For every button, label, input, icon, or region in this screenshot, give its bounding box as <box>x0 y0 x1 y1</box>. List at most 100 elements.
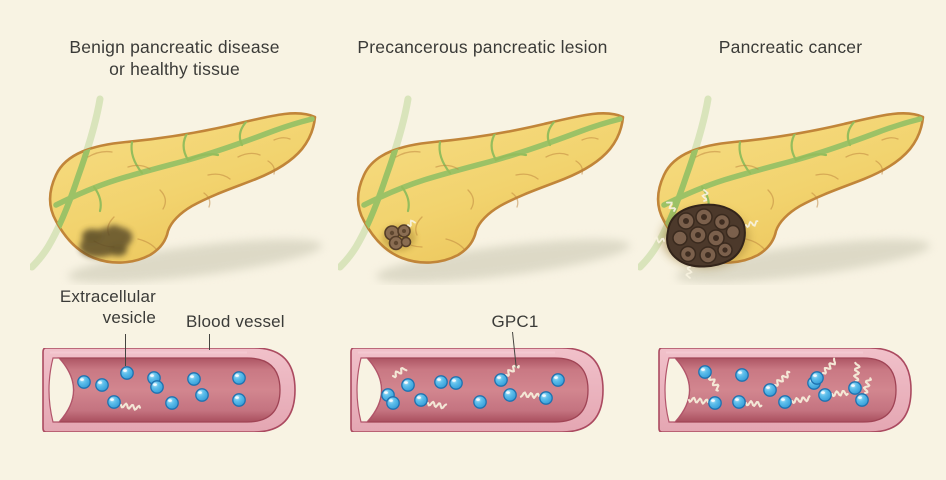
gpc1-squiggle <box>853 361 861 383</box>
extracellular-vesicle-dot <box>698 365 712 379</box>
gpc1-squiggle <box>666 201 677 212</box>
vesicle-highlight <box>738 371 742 374</box>
vesicle-highlight <box>153 383 157 386</box>
gpc1-squiggle <box>504 364 520 377</box>
extracellular-vesicle-dot <box>855 393 869 407</box>
vesicle-highlight <box>123 369 127 372</box>
extracellular-vesicle-dot <box>150 380 164 394</box>
vesicle-highlight <box>858 396 862 399</box>
extracellular-vesicle-dot <box>187 372 201 386</box>
gpc1-squiggle <box>701 189 709 202</box>
extracellular-vesicle-dot <box>551 373 565 387</box>
extracellular-vesicle-dot <box>818 388 832 402</box>
vesicle-highlight <box>506 391 510 394</box>
extracellular-vesicle-dot <box>165 396 179 410</box>
vesicle-highlight <box>554 376 558 379</box>
extracellular-vesicle-dot <box>763 383 777 397</box>
vesicle-highlight <box>542 394 546 397</box>
extracellular-vesicle-dot <box>401 378 415 392</box>
extracellular-vesicle-dot <box>848 381 862 395</box>
extracellular-vesicle-dot <box>232 371 246 385</box>
vesicle-highlight <box>190 375 194 378</box>
vesicle-highlight <box>384 391 388 394</box>
vesicle-highlight <box>781 398 785 401</box>
vesicle-highlight <box>766 386 770 389</box>
gpc1-squiggle <box>119 402 142 411</box>
vesicle-highlight <box>235 374 239 377</box>
vesicle-highlight <box>701 368 705 371</box>
gpc1-squiggle <box>707 375 720 392</box>
gpc1-squiggle <box>685 266 693 279</box>
gpc1-squiggle <box>687 396 710 405</box>
extracellular-vesicle-dot <box>386 396 400 410</box>
extracellular-vesicle-dot <box>232 393 246 407</box>
vesicle-highlight <box>150 374 154 377</box>
gpc1-squiggle <box>407 219 416 228</box>
vesicle-highlight <box>235 396 239 399</box>
vesicle-highlight <box>389 399 393 402</box>
extracellular-vesicle-dot <box>473 395 487 409</box>
panel-title-cancer: Pancreatic cancer <box>718 37 863 57</box>
vesicle-highlight <box>452 379 456 382</box>
vesicle-highlight <box>813 374 817 377</box>
extracellular-vesicle-dot <box>95 378 109 392</box>
gpc1-squiggle <box>790 395 811 404</box>
extracellular-vesicle-dot <box>810 371 824 385</box>
vesicle-highlight <box>476 398 480 401</box>
label-extracellular-vesicle: Extracellular vesicle <box>59 287 156 328</box>
gpc1-squiggle <box>744 400 763 408</box>
gpc1-squiggle <box>391 366 408 379</box>
panel-title-precancerous: Precancerous pancreatic lesion <box>357 37 608 57</box>
label-gpc1: GPC1 <box>491 312 539 331</box>
panel-title-benign: Benign pancreatic disease or healthy tis… <box>69 37 280 80</box>
blood-vessel-illustration-benign <box>42 348 296 432</box>
extracellular-vesicle-dot <box>778 395 792 409</box>
extracellular-vesicle-dot <box>735 368 749 382</box>
vesicle-highlight <box>198 391 202 394</box>
panel-cancer: Pancreatic cancer <box>638 0 943 480</box>
extracellular-vesicle-dot <box>708 396 722 410</box>
label-blood-vessel: Blood vessel <box>186 312 285 331</box>
gpc1-squiggle <box>426 400 448 410</box>
extracellular-vesicle-dot <box>732 395 746 409</box>
vesicle-highlight <box>98 381 102 384</box>
extracellular-vesicle-dot <box>120 366 134 380</box>
gpc1-squiggle <box>773 370 791 387</box>
extracellular-vesicle-dot <box>494 373 508 387</box>
vesicle-highlight <box>80 378 84 381</box>
extracellular-vesicle-dot <box>107 395 121 409</box>
vesicle-highlight <box>168 399 172 402</box>
extracellular-vesicle-dot <box>195 388 209 402</box>
blood-vessel-illustration-cancer <box>658 348 912 432</box>
vesicle-highlight <box>417 396 421 399</box>
extracellular-vesicle-dot <box>77 375 91 389</box>
gpc1-squiggle <box>519 391 541 399</box>
vesicle-highlight <box>851 384 855 387</box>
callout-line-blood-vessel <box>209 334 210 350</box>
callout-line-extracellular-vesicle <box>125 334 126 366</box>
extracellular-vesicle-dot <box>434 375 448 389</box>
lesion-small-nodules <box>382 225 416 251</box>
pancreas-illustration-benign <box>30 95 330 285</box>
gpc1-squiggle <box>653 236 665 244</box>
extracellular-vesicle-dot <box>414 393 428 407</box>
vesicle-highlight <box>735 398 739 401</box>
extracellular-vesicle-dot <box>449 376 463 390</box>
pancreas-illustration-cancer <box>638 95 938 285</box>
panel-benign: Benign pancreatic disease or healthy tis… <box>22 0 327 480</box>
blood-vessel-illustration-precancerous <box>350 348 604 432</box>
vesicle-highlight <box>497 376 501 379</box>
vesicle-highlight <box>711 399 715 402</box>
extracellular-vesicle-dot <box>539 391 553 405</box>
pancreas-illustration-precancerous <box>338 95 638 285</box>
gpc1-squiggle <box>821 357 837 375</box>
vesicle-highlight <box>437 378 441 381</box>
extracellular-vesicle-dot <box>503 388 517 402</box>
panel-precancerous: Precancerous pancreatic lesion <box>330 0 635 480</box>
gpc1-squiggle <box>830 390 849 398</box>
gpc1-squiggle <box>862 377 872 395</box>
gpc1-squiggle <box>745 220 759 229</box>
vesicle-highlight <box>404 381 408 384</box>
vesicle-highlight <box>110 398 114 401</box>
